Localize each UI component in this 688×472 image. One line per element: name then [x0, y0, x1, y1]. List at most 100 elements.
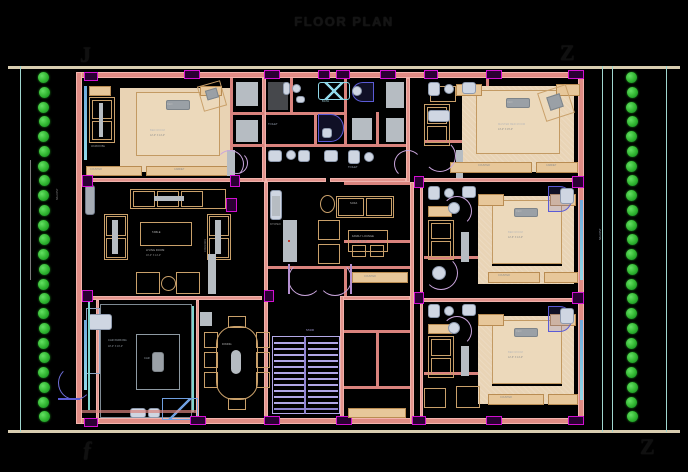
lounge-sofa-seg-1 — [338, 198, 364, 216]
column-21 — [486, 416, 502, 425]
column-13 — [414, 176, 424, 188]
dining-sideboard — [200, 312, 212, 326]
interior-wall-h-3 — [420, 298, 578, 302]
column-8 — [82, 175, 93, 187]
column-25 — [318, 70, 330, 79]
bath-label-2: TOILET — [268, 123, 278, 126]
column-20 — [412, 416, 426, 425]
window-strip-left — [84, 86, 87, 160]
shrub-right-7 — [626, 160, 637, 172]
door-leaf-entry — [58, 398, 80, 400]
window-strip-left-2 — [84, 320, 87, 390]
room-label-garage: CAR PARKING — [108, 339, 127, 342]
column-9 — [226, 198, 237, 212]
interior-wall-v-8 — [420, 182, 423, 298]
cabinet-center-1 — [236, 82, 258, 106]
shrub-left-20 — [39, 352, 50, 364]
shrub-left-2 — [39, 86, 50, 98]
shrub-left-10 — [39, 204, 50, 216]
garage-edge-line — [192, 306, 194, 412]
bottom-mid-wall-2 — [344, 386, 410, 389]
dining-table — [216, 326, 258, 400]
shrub-left-5 — [38, 131, 49, 142]
bathtub-cross — [319, 83, 349, 99]
shrub-left-3 — [38, 101, 49, 113]
bed-label-tl: BED — [167, 103, 173, 106]
pillow-mid-right — [514, 208, 538, 217]
column-11 — [572, 176, 584, 188]
interior-wall-h-1c — [330, 178, 406, 182]
bed-label-mr: BED — [516, 210, 522, 213]
cabinet-center-4 — [386, 118, 404, 142]
door-arc-lounge-2 — [318, 262, 352, 296]
balcony-label-right: BALCONY — [599, 228, 602, 240]
wc-fixture-1 — [283, 82, 290, 95]
garage-outline — [100, 304, 192, 418]
nightstand-br-1 — [478, 314, 504, 326]
counter-br — [488, 394, 544, 405]
shrub-right-17 — [626, 308, 637, 319]
column-2 — [184, 70, 200, 79]
interior-wall-h-4 — [82, 296, 262, 300]
chair-br-2 — [424, 388, 446, 408]
section-marker-top-left: J — [80, 42, 91, 67]
bath-wall-v-4 — [376, 112, 379, 144]
room-dim-living: 16'-0" X 14'-0" — [146, 254, 162, 257]
wc-fixture-2 — [268, 150, 282, 162]
dim-label-left: BALCONY — [56, 188, 59, 200]
door-arc-right-5 — [442, 316, 472, 346]
section-marker-bottom-right: Z — [640, 434, 655, 459]
shrub-left-15 — [38, 278, 49, 290]
side-table-round-living — [161, 276, 176, 291]
basin-right-3 — [444, 306, 454, 316]
lounge-side-round — [320, 195, 335, 213]
room-label-bed-tr: MASTER BED ROOM — [498, 123, 526, 126]
column-4 — [380, 70, 396, 79]
counter-label-br: COUNTER — [500, 396, 512, 399]
door-arc-center-2 — [394, 150, 422, 178]
lounge-sofa-label: SOFA — [350, 202, 358, 205]
bath-wall-h-1 — [266, 112, 344, 115]
bed-label-tr: BED — [507, 101, 513, 104]
interior-wall-v-1 — [262, 78, 266, 182]
shrub-right-18 — [627, 322, 638, 334]
column-14 — [414, 292, 424, 304]
nightstand-tr-2 — [556, 84, 580, 96]
lounge-chair-1 — [318, 220, 340, 240]
pillow-top-right — [506, 98, 530, 108]
bottom-strip-1 — [82, 410, 196, 413]
armchair-living-2 — [176, 272, 200, 294]
page-title: FLOOR PLAN — [294, 14, 394, 29]
sofa-right-cushion — [215, 220, 221, 254]
shrub-left-13 — [38, 249, 49, 260]
counter-mr — [488, 272, 540, 283]
shrub-right-5 — [626, 131, 637, 142]
bath-wall-v-1 — [290, 78, 293, 112]
column-23 — [230, 175, 240, 187]
dining-chair-2 — [228, 398, 246, 410]
column-12 — [572, 292, 584, 304]
bath-label-1: BATH — [322, 100, 330, 103]
site-line-right-inner2 — [612, 66, 614, 432]
lounge-sofa-top — [336, 196, 394, 218]
shower-right-2 — [462, 186, 476, 198]
shrub-right-16 — [627, 293, 638, 305]
car-body — [152, 352, 164, 372]
column-10 — [82, 290, 93, 302]
door-arc-right-6 — [424, 140, 456, 172]
car-outline — [136, 334, 180, 390]
interior-wall-v-9 — [420, 302, 423, 422]
shrub-left-21 — [38, 367, 49, 378]
shrub-left-1 — [38, 72, 49, 83]
column-24 — [264, 290, 274, 302]
left-utility-strip — [85, 185, 95, 215]
wc-right-1 — [428, 82, 440, 96]
column-7 — [568, 70, 584, 79]
sidetable-tl — [89, 86, 111, 96]
room-label-bed-br: BED ROOM — [508, 351, 523, 354]
room-label-bed-mr: BED ROOM — [508, 231, 523, 234]
cabinet-center-3 — [386, 82, 404, 108]
bath-wall-h-3 — [232, 112, 264, 115]
wc-right-2 — [428, 186, 440, 200]
